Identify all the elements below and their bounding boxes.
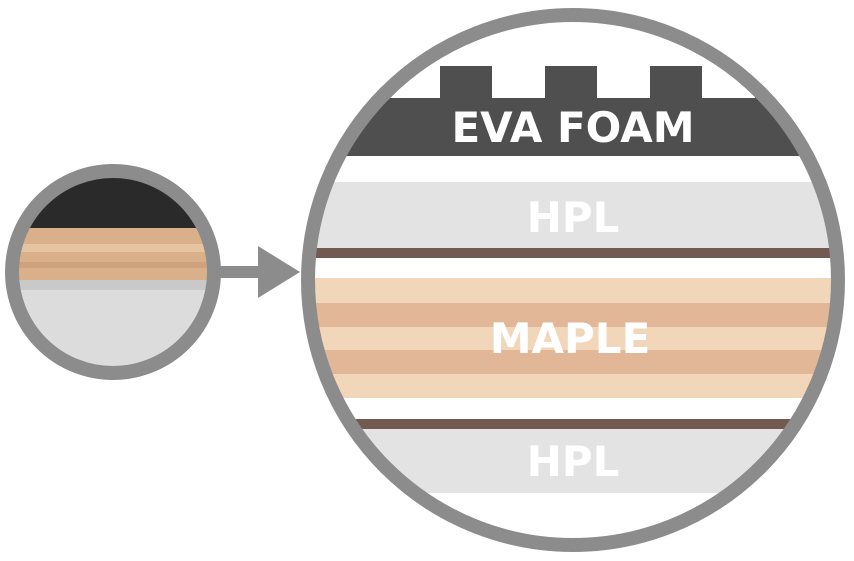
maple-ply	[308, 303, 838, 327]
label-hpl-bottom: HPL	[527, 437, 620, 486]
photo-wood-stripe-2	[12, 262, 214, 268]
glue-line-top	[308, 248, 838, 258]
arrow-right-icon	[212, 246, 300, 298]
photo-wood-stripe	[12, 244, 214, 252]
label-maple: MAPLE	[490, 314, 651, 363]
layer-hpl-top	[308, 182, 838, 248]
magnifier-ring	[301, 8, 845, 552]
photo-wood-band	[12, 228, 214, 280]
photo-detail-circle	[5, 164, 221, 380]
maple-ply	[308, 350, 838, 374]
maple-ply	[308, 374, 838, 398]
maple-ply	[308, 327, 838, 350]
label-eva-foam: EVA FOAM	[451, 103, 694, 152]
label-hpl-top: HPL	[527, 193, 620, 242]
maple-ply	[308, 278, 838, 303]
photo-hpl-shadow	[12, 280, 214, 290]
magnifier-circle: EVA FOAM HPL MAPLE HPL	[301, 8, 845, 552]
foam-tooth	[545, 66, 597, 100]
glue-line-bottom	[308, 419, 838, 429]
foam-tooth	[650, 66, 702, 100]
foam-tooth	[440, 66, 492, 100]
layer-maple	[308, 278, 838, 398]
